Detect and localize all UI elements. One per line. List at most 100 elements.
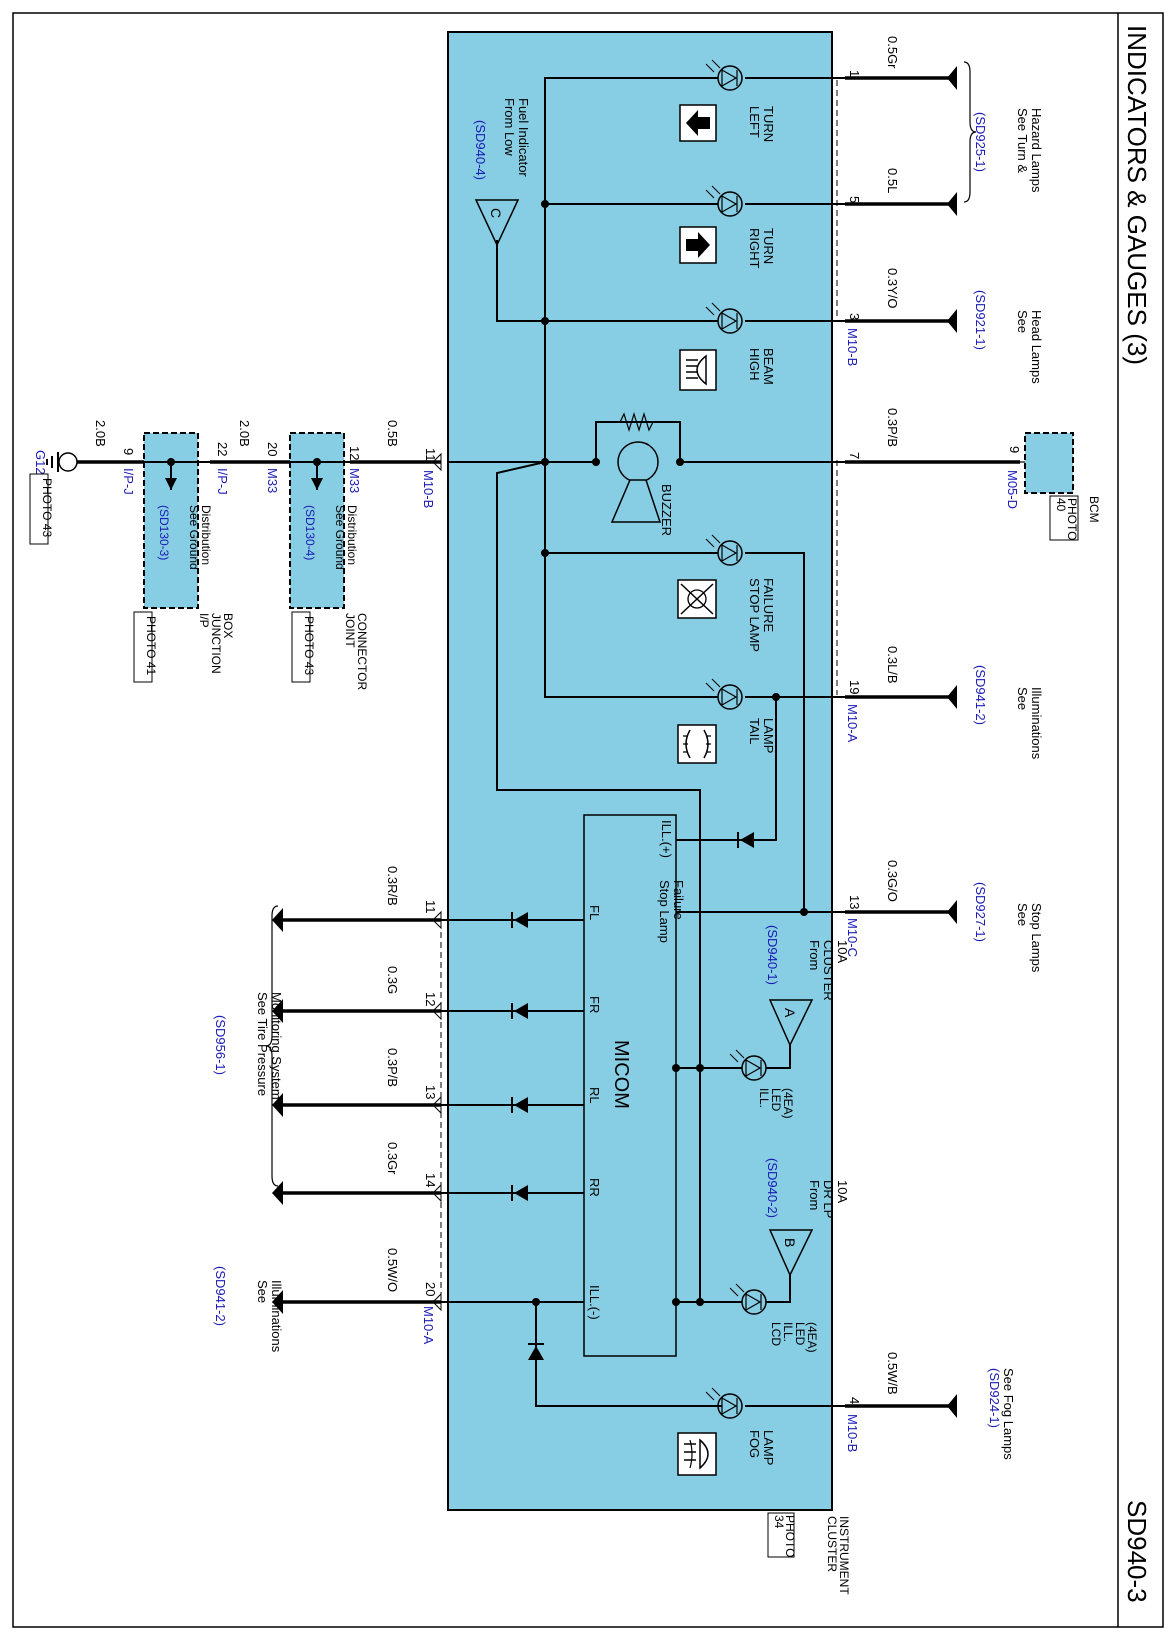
micom-ground-loop (496, 461, 701, 1302)
joint-label: JOINT CONNECTOR (343, 613, 369, 690)
wire-19: 0.3L/B (885, 646, 900, 684)
fog-lamp-label: FOG LAMP (747, 1430, 776, 1465)
left-wire-20: 0.5W/O (385, 1248, 400, 1292)
ground-name: G12 (33, 450, 48, 475)
right-turn-label: RIGHT TURN (747, 228, 776, 272)
stop-lamp-failure-label: STOP LAMP FAILURE (747, 578, 776, 655)
left-wire-t11: 0.3R/B (385, 866, 400, 906)
buzzer-resistor (619, 411, 654, 433)
ipj-photo-box (133, 611, 153, 683)
left-wire-t13: 0.3P/B (385, 1048, 400, 1087)
diode-icon (511, 1185, 528, 1201)
ref-turn-link: (SD925-1) (973, 112, 988, 172)
joint-photo: PHOTO 43 (302, 616, 316, 675)
wire-7: 0.3P/B (885, 408, 900, 447)
left-conn-20: M10-A (421, 1306, 436, 1345)
ipj-text: See Ground Distribution (187, 505, 213, 573)
cluster-photo-box (767, 1512, 795, 1558)
joint-wire-out: 2.0B (237, 420, 252, 447)
ref-illum-left: See Illuminations (255, 1280, 284, 1353)
left-pin-t12: 12 (423, 992, 438, 1006)
source-c-tag: C (488, 208, 504, 218)
diode-icon (737, 832, 754, 848)
pin-7: 7 (847, 452, 862, 459)
led-icon (705, 59, 743, 91)
source-a-text: From CLUSTER 10A (807, 940, 850, 1004)
cluster-label: INSTRUMENT CLUSTER (825, 1516, 851, 1598)
ill-led-label: ILL. LED (4EA) (757, 1088, 795, 1119)
ref-fog-link: (SD924-1) (987, 1368, 1002, 1428)
led-icon (705, 678, 743, 710)
ref-stop: See Stop Lamps (1015, 903, 1044, 973)
instrument-cluster-box (447, 31, 833, 1511)
ipj-pin-in: 22 (215, 442, 230, 456)
left-conn-11: M10-B (421, 470, 436, 508)
led-icon (729, 1049, 767, 1081)
source-b-ref: (SD940-2) (765, 1158, 780, 1218)
bcm-box (1024, 432, 1074, 494)
joint-text: See Ground Distribution (333, 505, 359, 573)
diode-icon (528, 1343, 544, 1360)
diode-icon (511, 912, 528, 928)
ref-illum-right: See Illuminations (1015, 687, 1044, 760)
pin-4: 4 (847, 1397, 862, 1404)
ref-illum-left-link: (SD941-2) (213, 1266, 228, 1326)
page-title: INDICATORS & GAUGES (3) (1122, 25, 1152, 365)
micom-ill-minus: ILL.(-) (587, 1285, 602, 1320)
micom-ill-plus: ILL.(+) (659, 820, 674, 858)
high-beam-label: HIGH BEAM (747, 348, 776, 385)
wire-5: 0.5L (885, 168, 900, 193)
wire-3: 0.3Y/O (885, 268, 900, 308)
joint-pin-out: 20 (265, 442, 280, 456)
led-icon (705, 185, 743, 217)
joint-ref: (SD130-4) (303, 505, 317, 560)
right-arrow-icon (679, 226, 717, 264)
ref-stop-link: (SD927-1) (973, 882, 988, 942)
bcm-conn: M05-D (1005, 470, 1020, 509)
led-icon (705, 534, 743, 566)
ipj-pin-out: 9 (121, 448, 136, 455)
micom-label: MICOM (610, 1040, 632, 1109)
tail-lamp-label: TAIL LAMP (747, 718, 776, 753)
conn-4: M10-B (845, 1414, 860, 1452)
stoplamp-to-pin13 (745, 552, 805, 912)
left-pin-11: 11 (423, 448, 438, 462)
stop-lamp-failure-icon (677, 579, 717, 619)
ref-tpms-link: (SD956-1) (213, 1015, 228, 1075)
ref-turn: See Turn & Hazard Lamps (1015, 108, 1044, 193)
pin-arrow-icon (432, 910, 442, 1312)
ref-head: See Head Lamps (1015, 310, 1044, 384)
left-pin-20: 20 (423, 1282, 438, 1296)
ground-photo-box (29, 473, 49, 545)
ref-tpms: See Tire Pressure Monitoring System (255, 992, 284, 1100)
fog-lamp-icon (677, 1432, 717, 1476)
left-pin-t11: 11 (423, 900, 438, 914)
ref-illum-right-link: (SD941-2) (973, 665, 988, 725)
ipj-label: I/P JUNCTION BOX (197, 613, 235, 677)
ref-head-link: (SD921-1) (973, 290, 988, 350)
ipj-conn-out: I/P-J (121, 468, 136, 495)
source-a-triangle (768, 999, 814, 1047)
bcm-label: BCM (1087, 496, 1101, 523)
high-beam-icon (679, 349, 717, 391)
internal-common-bus (544, 77, 722, 698)
turn-brace (963, 61, 977, 203)
pin-19: 19 (847, 680, 862, 694)
pin-1: 1 (847, 70, 862, 77)
tpms-brace (265, 905, 279, 1187)
arrow-icon (947, 66, 957, 1418)
diode-icon (511, 1003, 528, 1019)
bcm-pin: 9 (1007, 446, 1022, 453)
wire-4: 0.5W/B (885, 1352, 900, 1395)
source-a-ref: (SD940-1) (765, 925, 780, 985)
left-pin-t14: 14 (423, 1173, 438, 1187)
left-pin-t13: 13 (423, 1085, 438, 1099)
lcd-led-label: LCD ILL. LED (4EA) (769, 1322, 819, 1353)
left-turn-label: LEFT TURN (747, 106, 776, 142)
micom-rl: RL (587, 1087, 602, 1104)
ipj-photo: PHOTO 41 (144, 616, 158, 675)
buzzer-icon (610, 441, 662, 523)
tail-lamp-icon (677, 724, 717, 764)
ipj-ref: (SD130-3) (157, 505, 171, 560)
